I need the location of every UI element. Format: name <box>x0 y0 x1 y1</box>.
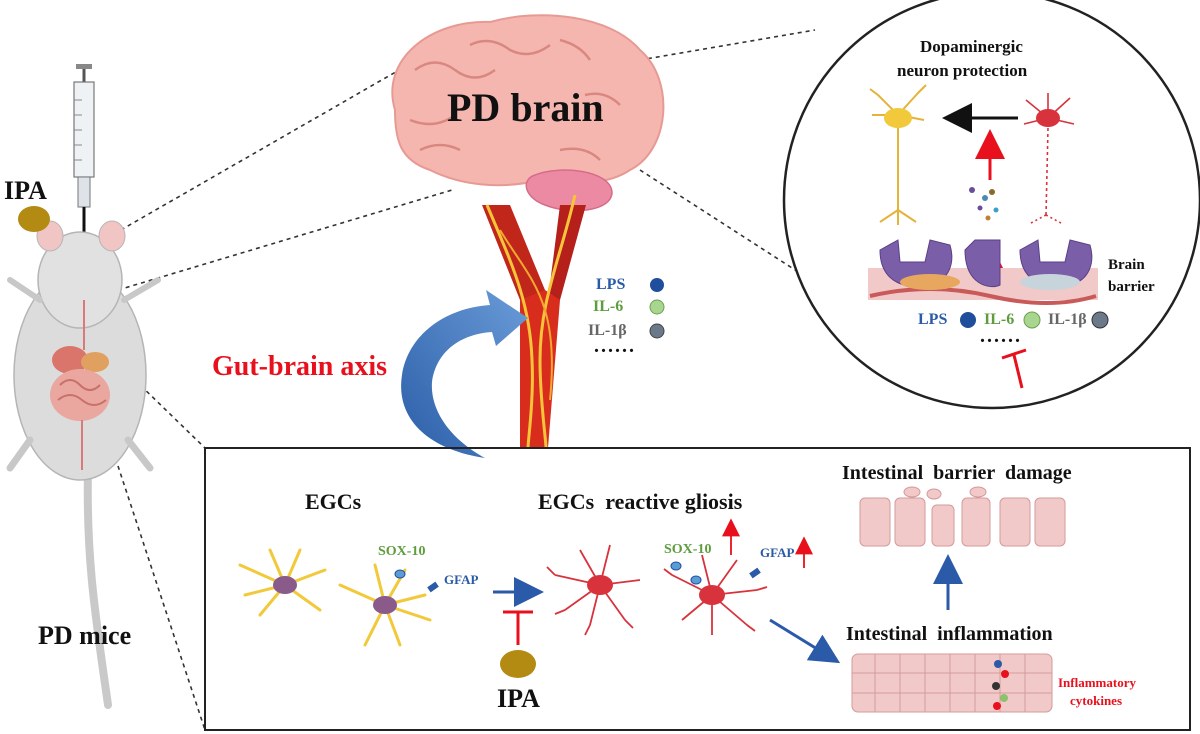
vessel-lps-dot <box>650 278 664 292</box>
vessel-dots-label: ...... <box>594 335 636 357</box>
damaged-barrier-tissue <box>859 486 1066 547</box>
gut-brain-curved-arrow <box>401 290 528 458</box>
reactive-egc-cells <box>546 544 768 636</box>
sox10-marker-right <box>670 561 682 571</box>
inflamed-tissue <box>851 653 1053 713</box>
vessel-il1b-dot <box>649 323 665 339</box>
intestine-panel <box>204 447 1191 731</box>
sox10-label-right: SOX-10 <box>664 542 712 557</box>
vessel-lps-label: LPS <box>596 276 626 293</box>
vessel-il1b-label: IL-1β <box>588 322 627 339</box>
gfap-marker-right <box>749 567 761 579</box>
sox10-label-left: SOX-10 <box>378 544 426 559</box>
sox10-marker-left <box>394 569 406 579</box>
circle-inhibition <box>1001 348 1027 389</box>
brain-barrier-line2: barrier <box>1108 279 1155 295</box>
circle-il1b-dot <box>1091 311 1109 329</box>
ipa-label-bottom: IPA <box>497 684 540 713</box>
circle-title-line2: neuron protection <box>897 61 1028 80</box>
egcs-gliosis-label: EGCs reactive gliosis <box>538 489 743 514</box>
vessel-il6-dot <box>649 299 665 315</box>
circle-title-line1: Dopaminergic <box>920 37 1023 56</box>
circle-il6-label: IL-6 <box>984 311 1015 328</box>
reactive-egc-soma-2 <box>699 585 725 605</box>
circle-dots-label: ...... <box>980 325 1022 347</box>
gfap-label-right: GFAP <box>760 545 795 560</box>
ipa-inhibition <box>503 610 533 645</box>
gfap-label-left: GFAP <box>444 572 479 587</box>
circle-il1b-label: IL-1β <box>1048 311 1087 328</box>
ipa-pellet-top <box>18 206 50 232</box>
vessel <box>482 194 586 449</box>
damaged-neuron <box>1023 93 1075 224</box>
inflammatory-line2: cytokines <box>1070 693 1122 708</box>
sox10-marker-right-2 <box>690 575 702 585</box>
intestinal-barrier-damage-label: Intestinal barrier damage <box>842 462 1072 484</box>
circle-lps-dot <box>960 312 976 328</box>
egc-nucleus-1 <box>273 576 297 594</box>
egcs-label: EGCs <box>305 489 362 514</box>
brain-barrier-cells <box>868 239 1098 305</box>
ipa-label-top: IPA <box>4 176 47 205</box>
gut-brain-axis-label: Gut-brain axis <box>212 351 388 382</box>
intestinal-inflammation-label: Intestinal inflammation <box>846 623 1053 645</box>
egc-nucleus-2 <box>373 596 397 614</box>
brain-illustration <box>391 14 665 212</box>
circle-il6-dot <box>1023 311 1041 329</box>
pd-brain-label: PD brain <box>447 85 604 130</box>
brain-barrier-line1: Brain <box>1108 257 1145 273</box>
gfap-marker-left <box>427 581 439 593</box>
cytokine-dots <box>992 660 1009 710</box>
dashed-connectors <box>99 29 821 731</box>
reactive-egc-soma-1 <box>587 575 613 595</box>
gliosis-to-inflammation-arrow <box>769 618 841 664</box>
circle-lps-label: LPS <box>918 311 948 328</box>
mouse <box>6 220 161 709</box>
ipa-pellet-bottom <box>500 650 536 678</box>
particles <box>969 187 999 221</box>
healthy-neuron-soma <box>884 108 912 128</box>
damaged-neuron-soma <box>1036 109 1060 127</box>
zoom-circle <box>782 0 1200 410</box>
vessel-il6-label: IL-6 <box>593 298 624 315</box>
egc-cells <box>238 548 432 647</box>
inflammatory-line1: Inflammatory <box>1058 675 1136 690</box>
pd-mice-label: PD mice <box>38 621 132 650</box>
